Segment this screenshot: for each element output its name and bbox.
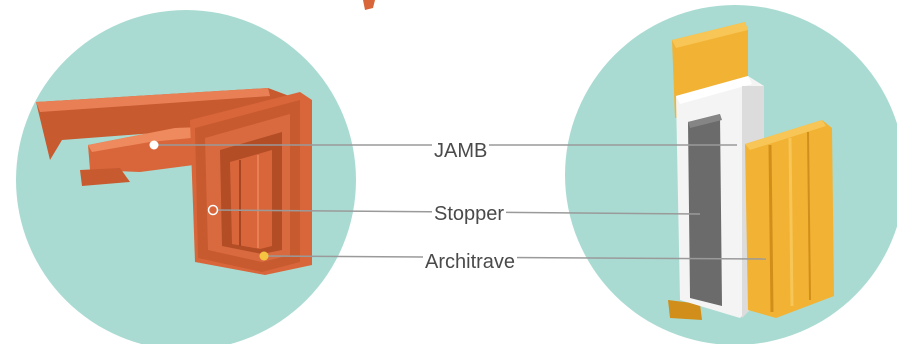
- right-door-frame-illustration: [668, 22, 834, 320]
- architrave-marker-dot: [259, 251, 269, 261]
- stopper-label: Stopper: [432, 202, 507, 226]
- wood-fragment-icon: [363, 0, 375, 10]
- architrave-label: Architrave: [423, 250, 518, 274]
- jamb-label: JAMB: [432, 139, 490, 163]
- stopper-marker-dot: [207, 204, 219, 216]
- left-door-frame-illustration: [36, 88, 312, 275]
- jamb-marker-dot: [149, 140, 159, 150]
